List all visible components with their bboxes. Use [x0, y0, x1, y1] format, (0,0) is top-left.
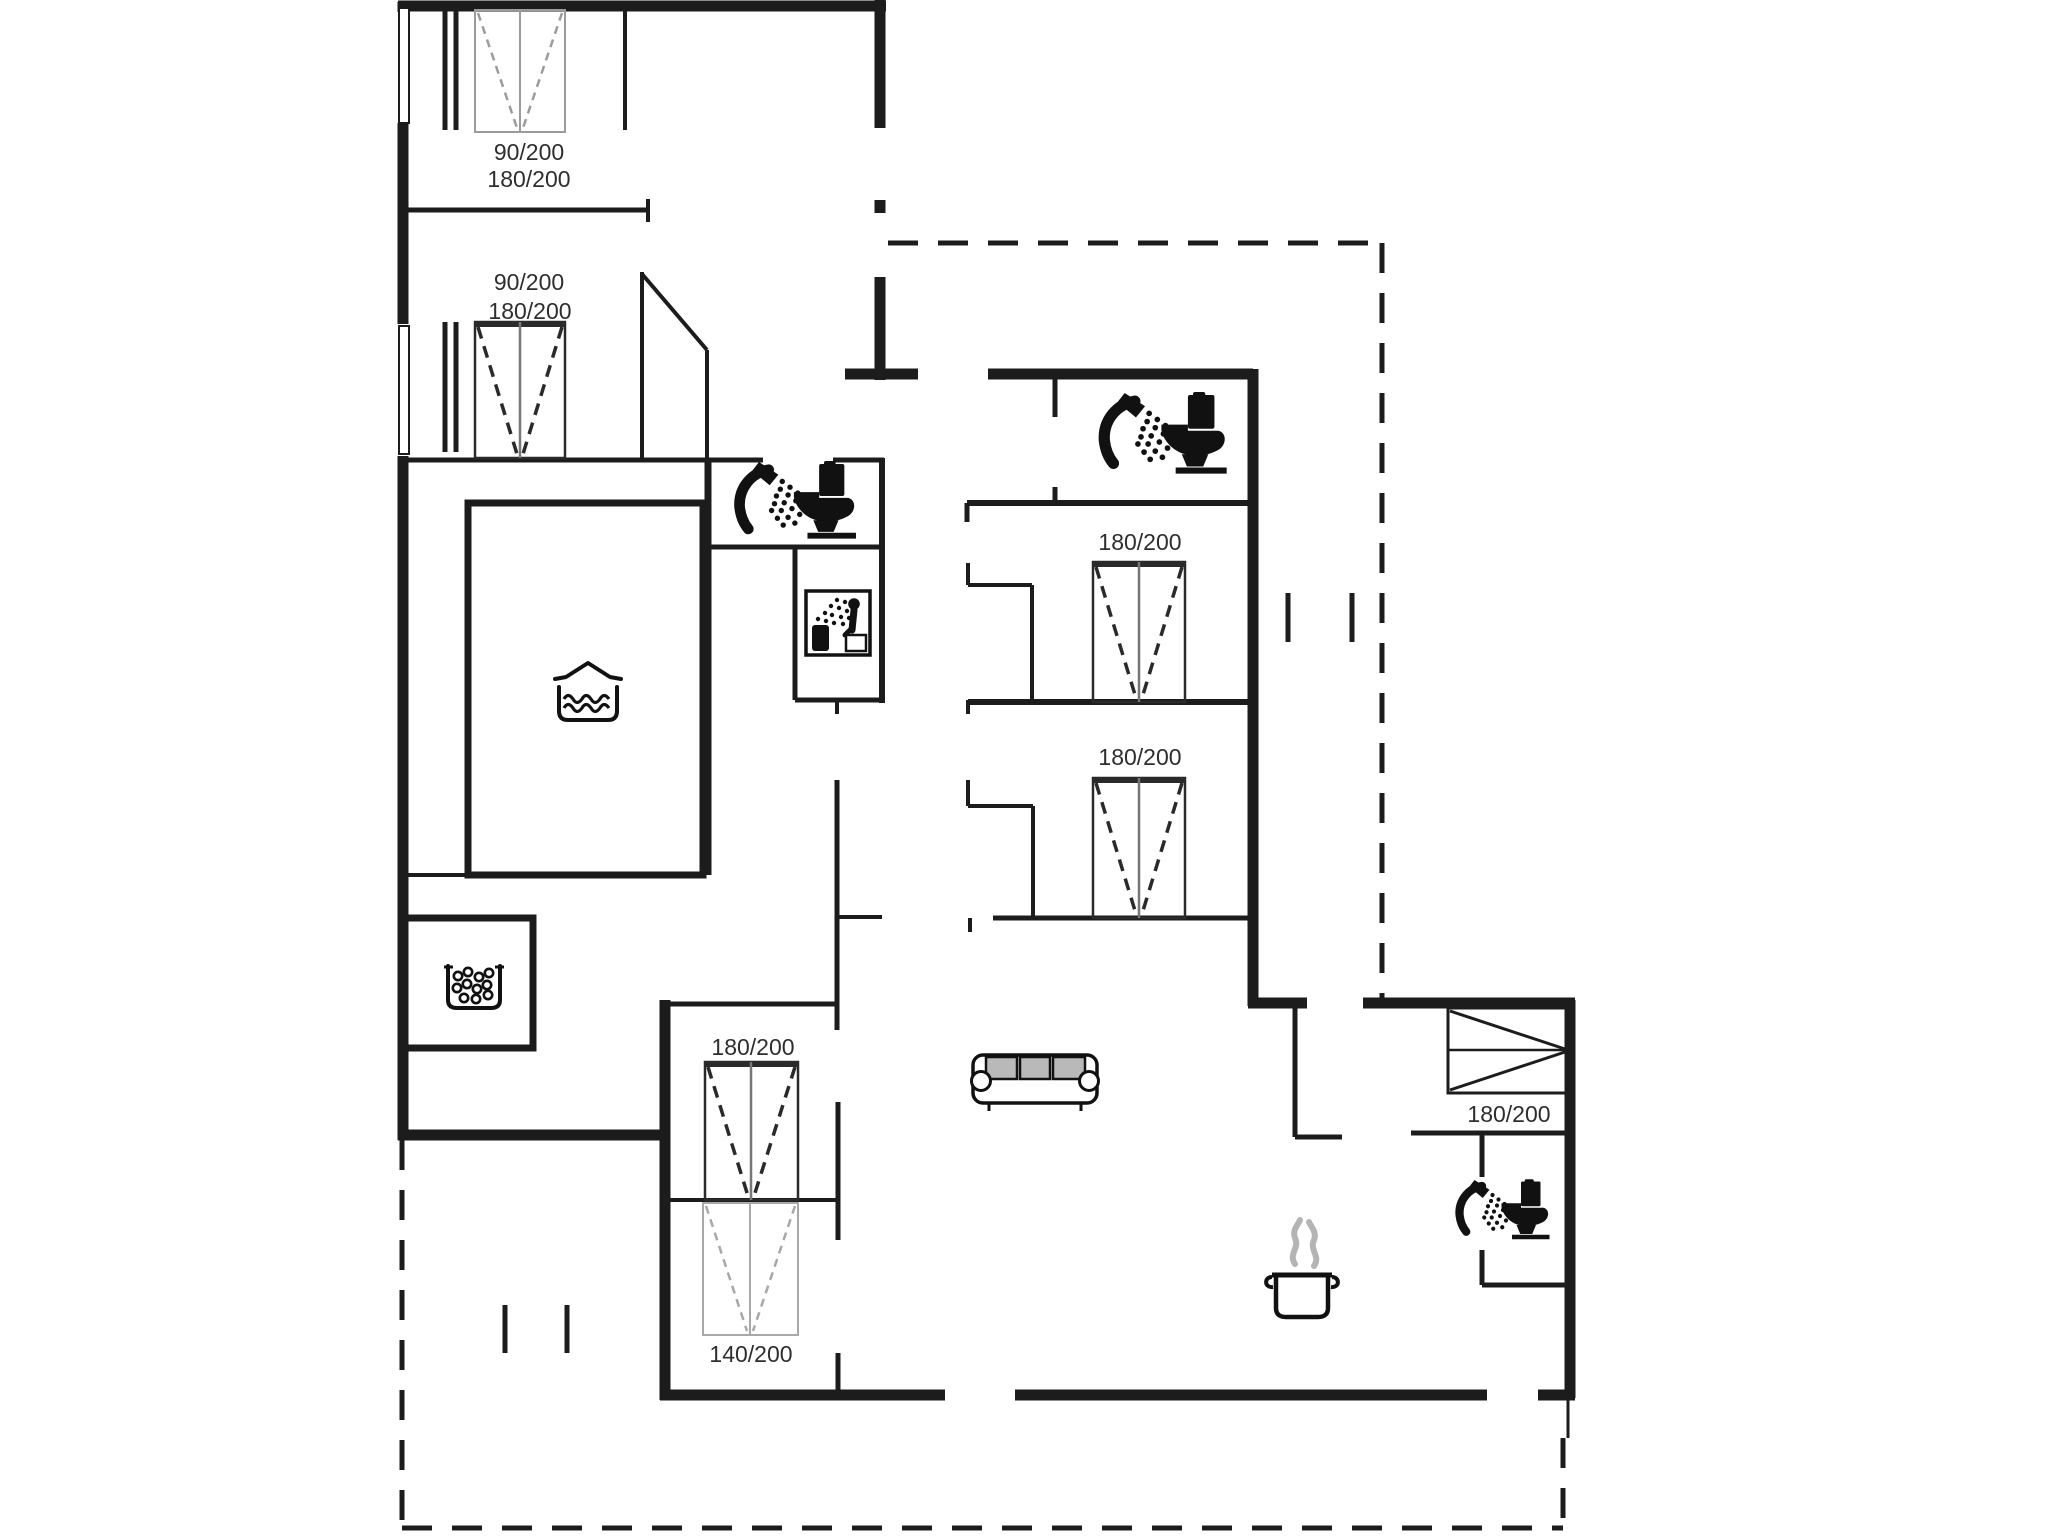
door-tick-marks	[502, 593, 1355, 1353]
whirlpool-icon	[442, 964, 506, 1010]
bed-label: 180/200	[487, 166, 570, 192]
bed-wing-upper	[1091, 560, 1187, 704]
shower-toilet-icon-bath2	[1104, 392, 1226, 471]
window-symbols	[398, 7, 459, 455]
shower-toilet-icon-bath1	[740, 461, 856, 536]
bed-alcove-right	[1446, 1006, 1570, 1095]
cooking-pot-icon	[1266, 1220, 1338, 1317]
bed-label: 180/200	[1467, 1101, 1550, 1127]
terrace-dashed-outline	[399, 240, 1566, 1531]
bed-label: 180/200	[488, 298, 571, 324]
bed-bottomleft-upper	[703, 1060, 800, 1202]
sofa-icon	[969, 1053, 1101, 1113]
bed-label: 90/200	[494, 269, 564, 295]
bed-label: 140/200	[709, 1341, 792, 1367]
shower-toilet-icon-bath3	[1459, 1179, 1549, 1237]
outer-walls	[397, 0, 1576, 1438]
bed-bottomleft-lower	[702, 1202, 799, 1336]
bed-wing-lower	[1091, 776, 1187, 920]
pool-icon	[553, 661, 623, 722]
bed-label: 180/200	[1098, 744, 1181, 770]
bed-label: 180/200	[711, 1034, 794, 1060]
bed-topleft-lower	[473, 320, 567, 460]
bed-label: 90/200	[494, 139, 564, 165]
interior-walls	[399, 6, 1570, 1398]
bed-label: 180/200	[1098, 529, 1181, 555]
bed-topleft-upper	[474, 9, 566, 133]
sauna-icon	[806, 591, 870, 655]
